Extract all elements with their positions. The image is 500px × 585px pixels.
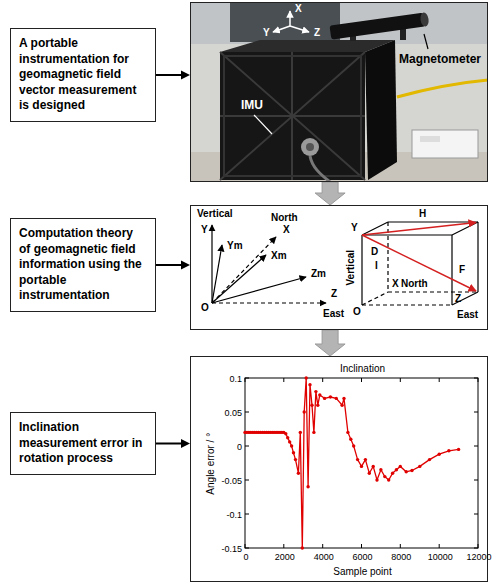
figure-label: F	[459, 264, 465, 276]
box-text: A portable instrumentation for geomagnet…	[19, 36, 147, 114]
figure-label: X	[283, 224, 290, 236]
figure-label: D	[371, 246, 378, 258]
box-text: Inclination measurement error in rotatio…	[19, 420, 147, 467]
box-text: Computation theory of geomagnetic field …	[19, 226, 147, 304]
figure-panel: VerticalYYmNorthXXmZmOEastZYVerticalHDIN…	[190, 205, 488, 330]
figure-label: North	[271, 212, 298, 224]
flow-arrow	[156, 261, 190, 270]
instrument-photo	[190, 2, 488, 182]
flow-arrow	[156, 71, 190, 80]
process-box: Inclination measurement error in rotatio…	[10, 412, 156, 475]
figure-label: Vertical	[197, 208, 233, 220]
figure-label: 4000	[314, 552, 334, 562]
figure-label: 6000	[353, 552, 373, 562]
figure-label: -0.1	[227, 510, 243, 520]
figure-label: Angle error / °	[205, 433, 217, 495]
figure-label: X	[392, 278, 399, 290]
figure-label: Y	[351, 222, 358, 234]
flow-arrow	[315, 182, 345, 205]
figure-label: O	[201, 302, 209, 314]
figure-label: I	[375, 260, 378, 272]
figure-label: 12000	[467, 552, 492, 562]
figure-label: 8000	[391, 552, 411, 562]
figure-label: -0.15	[222, 544, 243, 554]
line-chart	[243, 376, 478, 549]
figure-label: East	[323, 308, 344, 320]
figure-label: X	[295, 3, 302, 15]
figure-label: Z	[455, 293, 461, 305]
figure-label: Ym	[227, 240, 243, 252]
figure-label: 10000	[428, 552, 453, 562]
flow-arrow	[315, 330, 345, 356]
figure-label: Vertical	[345, 250, 357, 286]
figure-panel: X Y Z MagnetometerIMU	[190, 2, 488, 182]
axes-drawing	[212, 222, 478, 305]
figure-label: Magnetometer	[399, 53, 481, 67]
figure-label: Y	[201, 224, 208, 236]
figure-label: Zm	[311, 268, 326, 280]
figure-label: 0.1	[230, 374, 243, 384]
figure-label: Y	[263, 27, 270, 39]
figure-label: North	[401, 278, 428, 290]
figure-label: H	[419, 208, 426, 220]
process-box: A portable instrumentation for geomagnet…	[10, 28, 156, 122]
figure-label: Z	[314, 27, 320, 39]
figure-label: East	[457, 309, 478, 321]
figure-label: -0.05	[222, 476, 243, 486]
figure-label: IMU	[241, 99, 263, 113]
figure-label: Inclination	[340, 363, 385, 375]
figure-label: 0.05	[225, 408, 243, 418]
process-box: Computation theory of geomagnetic field …	[10, 218, 156, 312]
figure-label: Sample point	[333, 566, 391, 578]
figure-label: 0	[237, 442, 242, 452]
figure-label: Xm	[271, 250, 287, 262]
figure-label: 2000	[275, 552, 295, 562]
figure-label: O	[353, 306, 361, 318]
flow-arrow	[156, 439, 190, 448]
figure-label: Z	[331, 288, 337, 300]
figure-label: 0	[244, 552, 249, 562]
figure-panel: InclinationAngle error / ° Sample point 0 2…	[190, 356, 488, 582]
